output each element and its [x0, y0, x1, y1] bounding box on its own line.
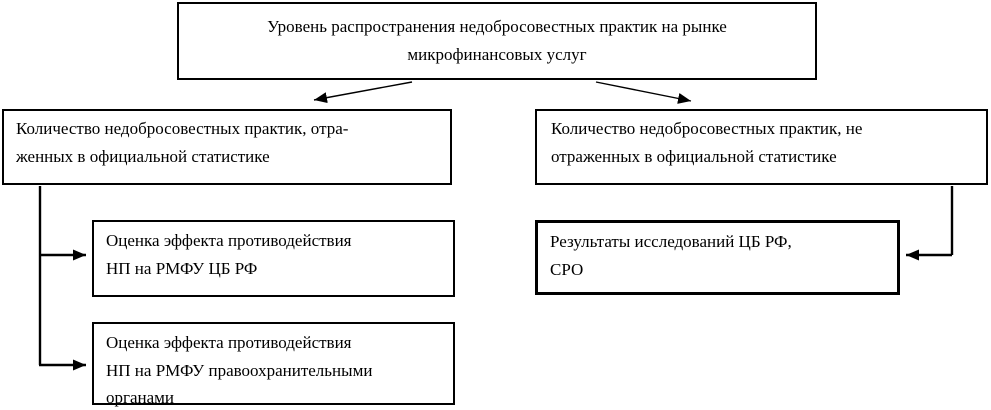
node-left-branch: Количество недобросовестных практик, отр… [2, 109, 452, 185]
node-left-child-2: Оценка эффекта противодействия НП на РМФ… [92, 322, 455, 407]
node-right-branch: Количество недобросовестных практик, не … [535, 109, 988, 185]
arrow-root-to-left-branch [313, 81, 413, 104]
node-left-child-1: Оценка эффекта противодействия НП на РМФ… [92, 220, 455, 297]
node-right-child-1: Результаты исследований ЦБ РФ, СРО [535, 220, 900, 295]
node-root: Уровень распространения недобросовестных… [177, 2, 817, 80]
arrow-root-to-right-branch [595, 81, 692, 104]
